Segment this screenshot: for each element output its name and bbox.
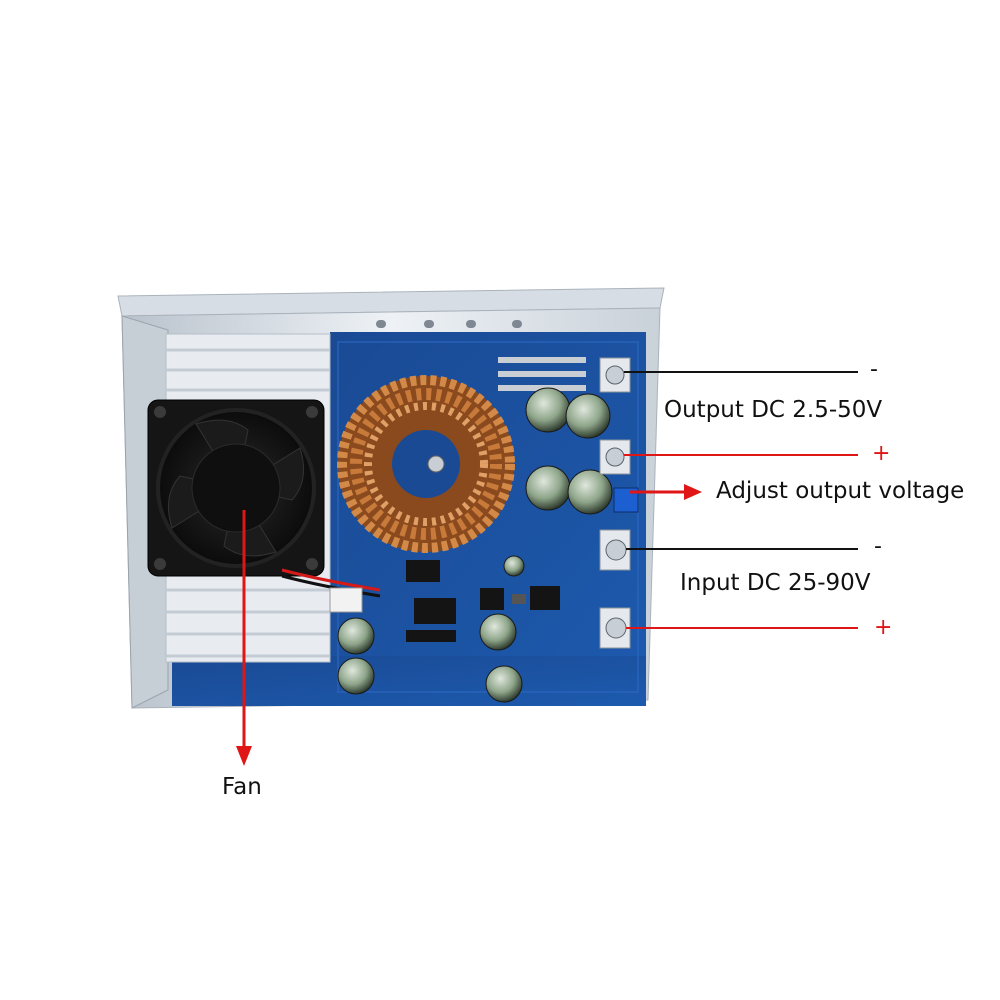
shunt-resistors: [498, 357, 586, 391]
output-plus-sign: +: [872, 441, 891, 466]
potentiometer: [613, 487, 639, 513]
input-voltage-label: Input DC 25-90V: [680, 570, 871, 596]
ic-chips: [406, 560, 560, 642]
callout-lines: [236, 371, 858, 766]
fan-cable: [281, 568, 381, 613]
input-minus-sign: -: [874, 534, 882, 559]
fan-label: Fan: [222, 774, 262, 800]
input-plus-sign: +: [874, 615, 893, 640]
capacitors: [337, 387, 613, 703]
toroidal-inductor: [337, 375, 515, 553]
output-voltage-label: Output DC 2.5-50V: [664, 397, 883, 423]
output-minus-sign: -: [870, 357, 878, 382]
cooling-fan: [147, 399, 325, 577]
adjust-voltage-label: Adjust output voltage: [716, 478, 965, 504]
